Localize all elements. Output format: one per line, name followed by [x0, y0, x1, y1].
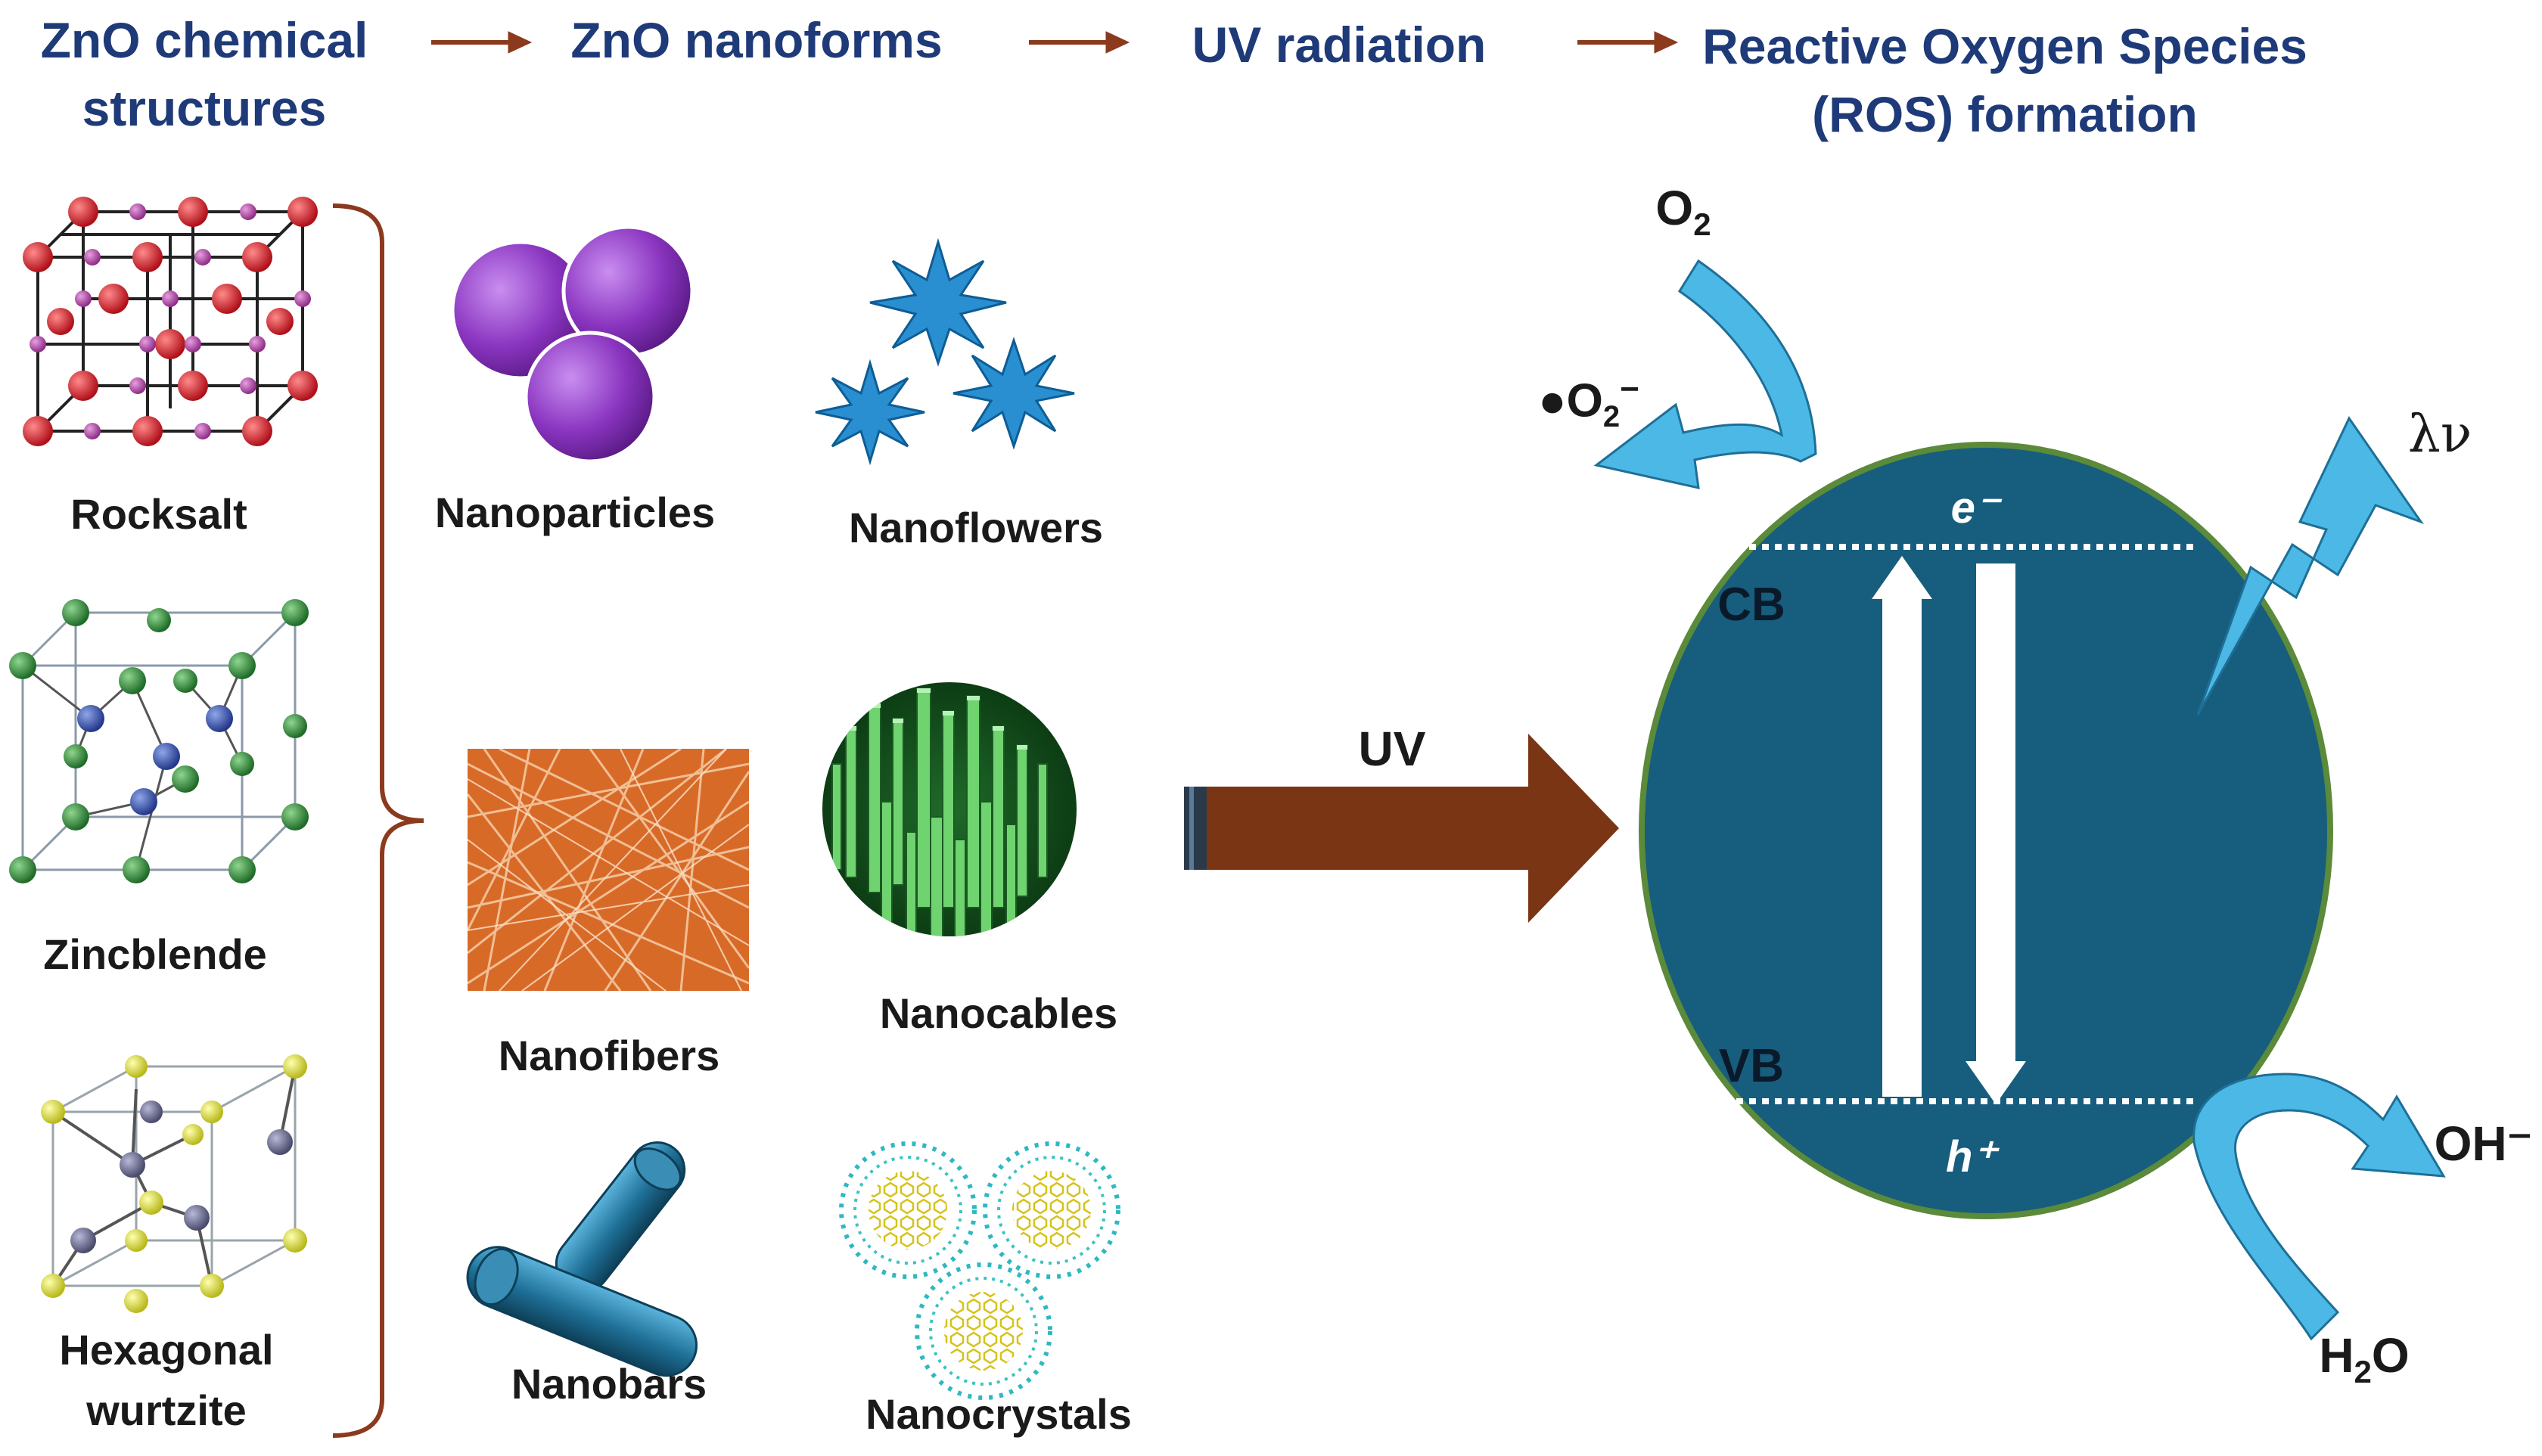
rocksalt-structure	[23, 197, 318, 446]
flow-arrow-3	[1577, 31, 1679, 54]
header-ros: Reactive Oxygen Species (ROS) formation	[1649, 12, 2360, 148]
label-wurtzite: Hexagonal wurtzite	[38, 1320, 295, 1441]
zno-particle	[1639, 442, 2333, 1219]
hydroxide-formation-arrow	[2192, 1073, 2446, 1341]
recombination-arrow	[1966, 563, 2026, 1104]
label-superoxide-superscript: −	[1620, 371, 1639, 408]
header-structures-line2: structures	[82, 80, 327, 136]
excitation-arrow	[1872, 556, 1932, 1097]
header-uv-radiation: UV radiation	[1192, 17, 1487, 73]
header-ros-line2: (ROS) formation	[1812, 86, 2198, 142]
oxygen-reduction-arrow	[1593, 259, 1817, 489]
flow-arrow-2	[1029, 31, 1130, 54]
label-photon: λν	[2407, 405, 2472, 464]
label-nanobars: Nanobars	[511, 1360, 707, 1408]
label-water-o: O	[2371, 1328, 2410, 1383]
label-water: H2O	[2300, 1325, 2429, 1402]
header-nanoforms: ZnO nanoforms	[570, 12, 943, 68]
nanocables-graphic	[822, 682, 1077, 936]
label-hydroxide: OH⁻	[2434, 1116, 2533, 1171]
label-zincblende: Zincblende	[43, 930, 267, 978]
nanofibers-graphic	[468, 749, 749, 991]
label-water-subscript: 2	[2354, 1353, 2372, 1389]
nanobars-graphic	[466, 1141, 698, 1377]
label-oxygen-symbol: O	[1655, 181, 1694, 235]
lightning-bolt-icon	[2196, 416, 2424, 716]
label-oxygen-subscript: 2	[1693, 206, 1711, 242]
label-nanoflowers: Nanoflowers	[848, 504, 1104, 551]
header-structures: ZnO chemical structures	[0, 6, 409, 142]
flow-arrow-1	[431, 31, 533, 54]
zincblende-structure	[9, 599, 309, 883]
label-conduction-band: CB	[1717, 579, 1785, 631]
label-water-h: H	[2319, 1328, 2354, 1383]
label-uv: UV	[1358, 722, 1426, 776]
label-electron: e⁻	[1950, 483, 1999, 532]
wurtzite-structure	[41, 1054, 307, 1313]
label-nanocrystals: Nanocrystals	[865, 1390, 1132, 1438]
label-rocksalt: Rocksalt	[70, 490, 247, 538]
label-superoxide: ●O2−	[1498, 359, 1680, 447]
label-nanofibers: Nanofibers	[498, 1032, 720, 1079]
uv-arrow	[1184, 734, 1619, 923]
label-oxygen: O2	[1627, 178, 1740, 255]
label-valence-band: VB	[1718, 1040, 1785, 1092]
label-superoxide-subscript: 2	[1602, 400, 1621, 434]
header-structures-line1: ZnO chemical	[40, 12, 368, 68]
nanocrystals-graphic	[839, 1141, 1120, 1400]
label-hole: h⁺	[1945, 1132, 1997, 1181]
label-superoxide-symbol: ●O	[1538, 374, 1603, 427]
nanoparticles-graphic	[450, 225, 695, 464]
label-wurtzite-line1: Hexagonal	[59, 1326, 274, 1374]
label-nanoparticles: Nanoparticles	[434, 489, 716, 536]
label-nanocables: Nanocables	[879, 989, 1118, 1037]
structures-bracket	[332, 203, 424, 1438]
label-wurtzite-line2: wurtzite	[86, 1386, 247, 1434]
nanoflowers-graphic	[815, 237, 1075, 466]
header-ros-line1: Reactive Oxygen Species	[1702, 18, 2307, 74]
